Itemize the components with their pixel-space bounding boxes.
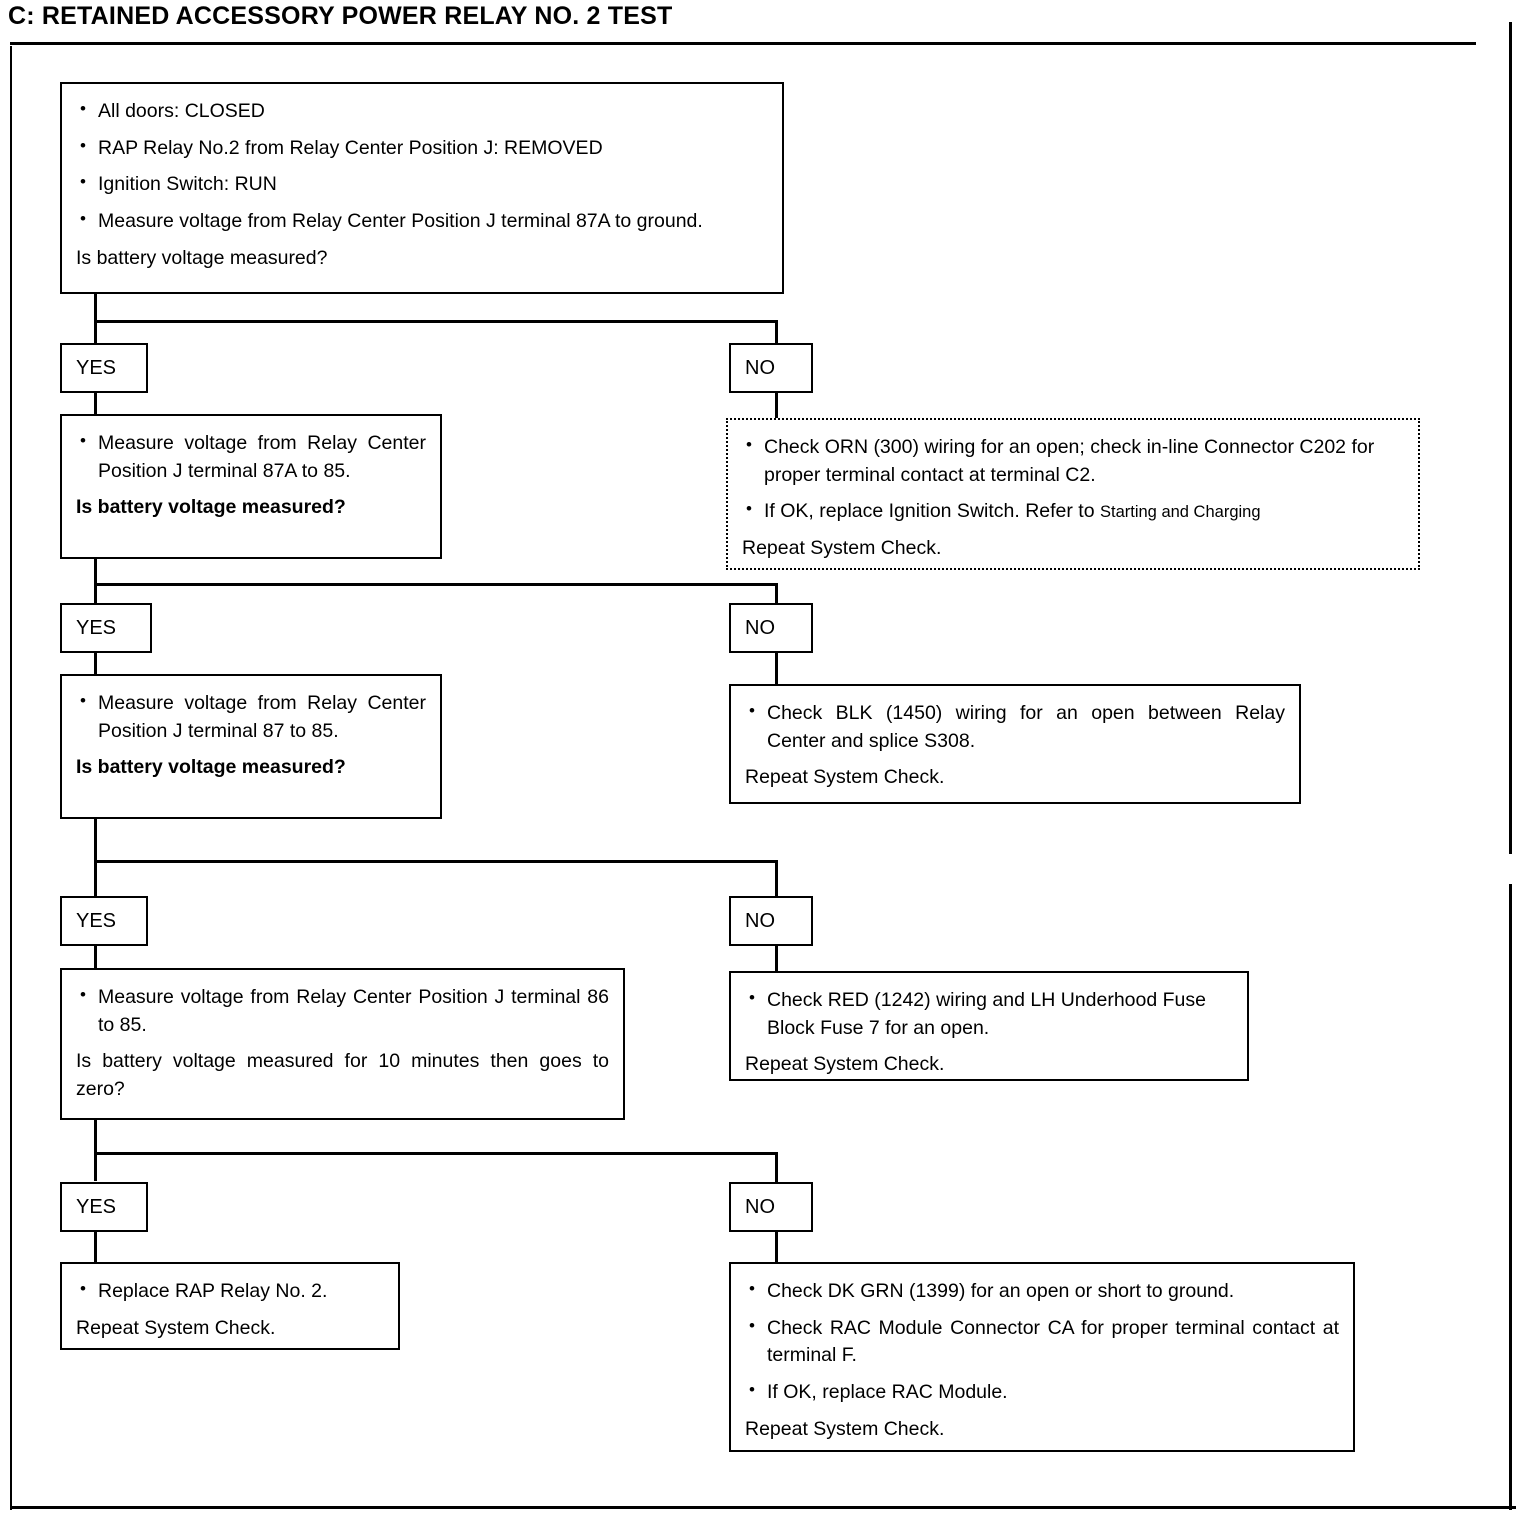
branch-no-3: NO: [729, 896, 813, 946]
step-box-2: Measure voltage from Relay Center Positi…: [60, 414, 442, 559]
connector-v-3no: [775, 946, 778, 972]
step-5-footer: Repeat System Check.: [76, 1316, 276, 1339]
outcome-3-footer: Repeat System Check.: [745, 1053, 945, 1076]
branch-label: NO: [745, 1195, 775, 1218]
list-item: Ignition Switch: RUN: [76, 170, 768, 199]
branch-no-4: NO: [729, 1182, 813, 1232]
outcome-box-4: Check DK GRN (1399) for an open or short…: [729, 1262, 1355, 1452]
outcome-1-action: If OK, replace Ignition Switch. Refer to: [764, 500, 1100, 523]
outcome-2-footer: Repeat System Check.: [745, 766, 945, 789]
list-item: Check RED (1242) wiring and LH Underhood…: [745, 986, 1233, 1042]
connector-v-2b: [775, 583, 778, 611]
step-1-bullets: All doors: CLOSED RAP Relay No.2 from Re…: [76, 97, 768, 236]
outcome-2-bullets: Check BLK (1450) wiring for an open betw…: [745, 699, 1285, 755]
branch-label: YES: [76, 616, 117, 639]
branch-label: NO: [745, 616, 775, 639]
step-box-4: Measure voltage from Relay Center Positi…: [60, 968, 625, 1120]
list-item: Check BLK (1450) wiring for an open betw…: [745, 699, 1285, 755]
list-item: Replace RAP Relay No. 2.: [76, 1277, 384, 1306]
connector-h-2: [94, 583, 778, 586]
list-item: All doors: CLOSED: [76, 97, 768, 126]
outcome-4-footer: Repeat System Check.: [745, 1417, 945, 1440]
list-item: Check RAC Module Connector CA for proper…: [745, 1314, 1339, 1370]
list-item: Check ORN (300) wiring for an open; chec…: [742, 433, 1404, 489]
list-item: If OK, replace RAC Module.: [745, 1378, 1339, 1407]
list-item: Measure voltage from Relay Center Positi…: [76, 983, 609, 1039]
list-item: If OK, replace Ignition Switch. Refer to…: [742, 497, 1404, 526]
step-5-bullets: Replace RAP Relay No. 2.: [76, 1277, 384, 1306]
outcome-4-bullets: Check DK GRN (1399) for an open or short…: [745, 1277, 1339, 1407]
page-border-bottom: [10, 1506, 1516, 1509]
connector-v-4b: [775, 1152, 778, 1183]
step-box-3: Measure voltage from Relay Center Positi…: [60, 674, 442, 819]
branch-label: YES: [76, 1195, 117, 1218]
connector-h-3: [94, 860, 778, 863]
list-item: Check DK GRN (1399) for an open or short…: [745, 1277, 1339, 1306]
step-4-question: Is battery voltage measured for 10 minut…: [76, 1050, 609, 1101]
branch-label: YES: [76, 909, 117, 932]
branch-label: NO: [745, 356, 775, 379]
branch-label: NO: [745, 909, 775, 932]
outcome-1-footer: Repeat System Check.: [742, 537, 942, 560]
connector-v-3yes: [94, 946, 97, 972]
connector-v-4a: [94, 1120, 97, 1181]
connector-v-1yes: [94, 393, 97, 415]
connector-v-2no: [775, 653, 778, 685]
outcome-3-bullets: Check RED (1242) wiring and LH Underhood…: [745, 986, 1233, 1042]
branch-no-1: NO: [729, 343, 813, 393]
step-2-question: Is battery voltage measured?: [76, 496, 346, 519]
list-item: RAP Relay No.2 from Relay Center Positio…: [76, 134, 768, 163]
outcome-box-3: Check RED (1242) wiring and LH Underhood…: [729, 971, 1249, 1081]
branch-yes-1: YES: [60, 343, 148, 393]
branch-yes-3: YES: [60, 896, 148, 946]
page-rule-right-lower: [1509, 884, 1512, 1510]
connector-h-4: [94, 1152, 778, 1155]
step-box-1: All doors: CLOSED RAP Relay No.2 from Re…: [60, 82, 784, 294]
connector-v-1no: [775, 393, 778, 419]
step-3-bullets: Measure voltage from Relay Center Positi…: [76, 689, 426, 745]
step-box-5: Replace RAP Relay No. 2. Repeat System C…: [60, 1262, 400, 1350]
step-4-bullets: Measure voltage from Relay Center Positi…: [76, 983, 609, 1039]
list-item: Measure voltage from Relay Center Positi…: [76, 689, 426, 745]
outcome-1-reference: Starting and Charging: [1100, 503, 1261, 522]
connector-v-1b: [775, 320, 778, 346]
branch-label: YES: [76, 356, 117, 379]
step-3-question: Is battery voltage measured?: [76, 756, 346, 779]
connector-v-3b: [775, 860, 778, 903]
outcome-box-1: Check ORN (300) wiring for an open; chec…: [726, 418, 1420, 570]
page-border-left: [10, 46, 12, 1510]
step-2-bullets: Measure voltage from Relay Center Positi…: [76, 429, 426, 485]
page-rule-right-upper: [1509, 22, 1512, 854]
branch-yes-4: YES: [60, 1182, 148, 1232]
connector-v-4no: [775, 1232, 778, 1262]
list-item: Measure voltage from Relay Center Positi…: [76, 207, 768, 236]
outcome-1-bullets: Check ORN (300) wiring for an open; chec…: [742, 433, 1404, 526]
list-item: Measure voltage from Relay Center Positi…: [76, 429, 426, 485]
branch-no-2: NO: [729, 603, 813, 653]
step-1-question: Is battery voltage measured?: [76, 246, 328, 269]
page-title: C: RETAINED ACCESSORY POWER RELAY NO. 2 …: [8, 2, 673, 30]
connector-v-2yes: [94, 653, 97, 675]
connector-v-4yes: [94, 1232, 97, 1262]
title-underline: [10, 42, 1476, 45]
connector-h-1: [94, 320, 778, 323]
outcome-box-2: Check BLK (1450) wiring for an open betw…: [729, 684, 1301, 804]
branch-yes-2: YES: [60, 603, 152, 653]
